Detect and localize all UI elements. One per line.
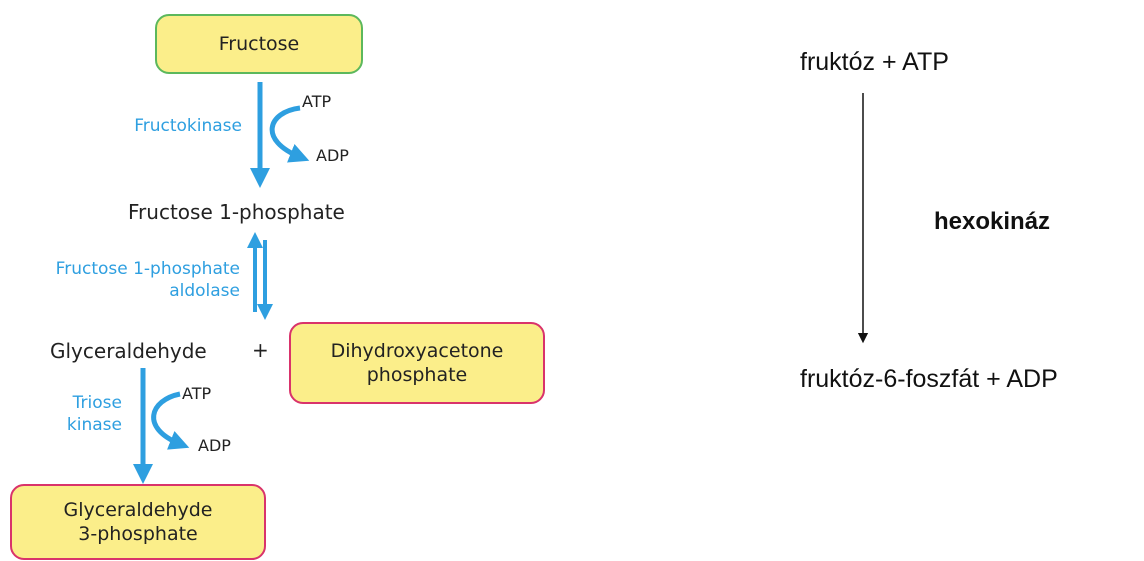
fructose-label: Fructose: [218, 33, 300, 55]
aldolase-line-1: Fructose 1-phosphate: [55, 259, 240, 279]
arrow-aldolase-reversible: [247, 232, 273, 320]
fructose-box: Fructose: [155, 14, 363, 74]
arrow-fructokinase: [250, 82, 310, 188]
g3p-line-1: Glyceraldehyde: [63, 499, 213, 521]
triose-kinase-line-1: Triose: [72, 393, 122, 413]
atp-label-2: ATP: [182, 384, 212, 403]
aldolase-line-2: aldolase: [169, 281, 240, 301]
glyceraldehyde-3-phosphate-box: Glyceraldehyde 3-phosphate: [10, 484, 266, 560]
fructokinase-label: Fructokinase: [134, 116, 242, 136]
dhap-line-1: Dihydroxyacetone: [330, 340, 504, 362]
adp-label-2: ADP: [198, 436, 231, 455]
g3p-line-2: 3-phosphate: [78, 523, 198, 545]
products-label: fruktóz-6-foszfát + ADP: [800, 365, 1058, 393]
dhap-line-2: phosphate: [366, 364, 468, 386]
fructose-1-phosphate-label: Fructose 1-phosphate: [128, 200, 345, 224]
dhap-box: Dihydroxyacetone phosphate: [289, 322, 545, 404]
arrow-triose-kinase: [133, 368, 190, 484]
aldolase-label: Fructose 1-phosphate aldolase: [6, 258, 240, 302]
triose-kinase-line-2: kinase: [66, 415, 122, 435]
adp-label-1: ADP: [316, 146, 349, 165]
plus-sign: +: [252, 338, 269, 362]
glyceraldehyde-label: Glyceraldehyde: [50, 339, 207, 363]
triose-kinase-label: Triose kinase: [40, 392, 122, 436]
substrates-label: fruktóz + ATP: [800, 48, 949, 76]
enzyme-label: hexokináz: [934, 208, 1051, 235]
atp-label-1: ATP: [302, 92, 332, 111]
